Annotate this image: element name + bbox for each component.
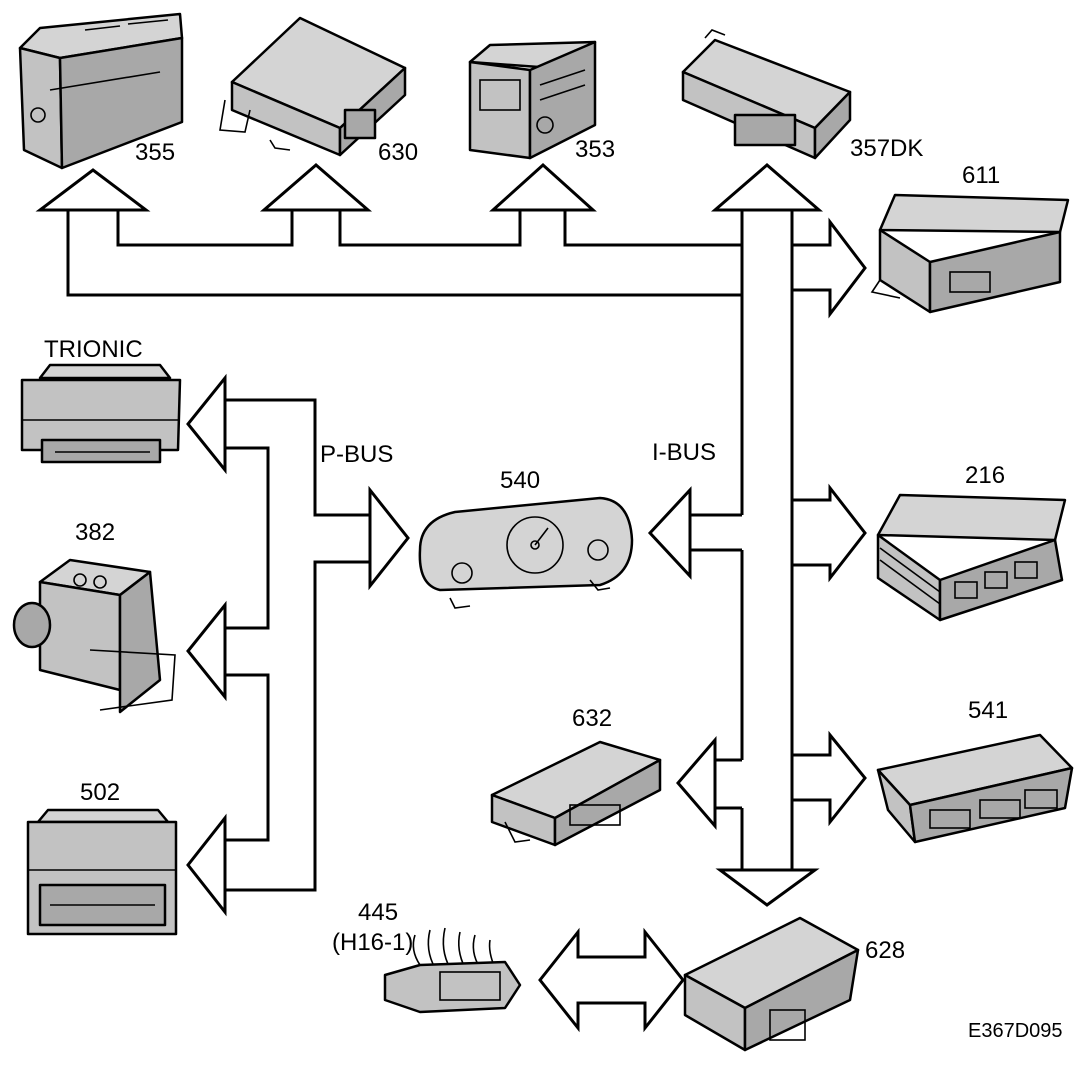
arrow-right-540-pbus xyxy=(368,485,410,591)
module-628-unit xyxy=(683,916,860,1052)
label-i-bus: I-BUS xyxy=(652,439,716,466)
module-502-unit xyxy=(26,808,178,936)
label-541: 541 xyxy=(968,697,1008,724)
arrow-up-630 xyxy=(259,163,373,212)
i-bus-branch-632 xyxy=(715,758,742,810)
p-bus-left-wall xyxy=(225,446,270,842)
label-611: 611 xyxy=(962,162,1000,189)
module-630-unit xyxy=(219,16,407,157)
module-632-unit xyxy=(490,740,662,847)
arrow-right-611 xyxy=(790,217,867,319)
label-355: 355 xyxy=(135,139,175,166)
label-trionic: TRIONIC xyxy=(44,336,143,363)
module-445-unit xyxy=(383,927,522,1014)
arrow-left-632 xyxy=(676,735,717,831)
labels: 355 630 353 357DK 611 TRIONIC P-BUS I-BU… xyxy=(44,135,1063,1042)
label-445-sub: (H16-1) xyxy=(332,929,413,956)
label-540: 540 xyxy=(500,467,540,494)
arrow-left-382 xyxy=(186,600,227,702)
p-bus-inner-wall xyxy=(225,560,370,892)
top-bus-outer-wall xyxy=(66,205,742,297)
i-bus-branch-540 xyxy=(690,513,742,552)
module-357dk-unit xyxy=(681,29,852,160)
module-trionic-unit xyxy=(20,363,182,464)
module-540-unit xyxy=(418,496,634,609)
arrow-right-541 xyxy=(790,730,867,827)
arrow-left-502 xyxy=(186,813,227,917)
double-arrow-445-628 xyxy=(538,927,685,1033)
arrow-left-trionic xyxy=(186,373,227,475)
arrow-up-355 xyxy=(35,168,151,212)
label-382: 382 xyxy=(75,519,115,546)
arrowheads xyxy=(35,162,867,1033)
arrow-left-540-ibus xyxy=(647,486,692,580)
top-bus-inner-wall xyxy=(116,205,744,247)
label-630: 630 xyxy=(378,139,418,166)
label-357dk: 357DK xyxy=(850,135,923,162)
module-382-unit xyxy=(12,558,176,714)
bus-lines xyxy=(66,205,794,892)
label-628: 628 xyxy=(865,937,905,964)
arrow-up-353 xyxy=(489,162,597,212)
module-355-unit xyxy=(18,12,184,170)
module-541-unit xyxy=(876,733,1074,844)
module-216-unit xyxy=(876,493,1067,622)
figure-code: E367D095 xyxy=(968,1020,1063,1042)
label-632: 632 xyxy=(572,705,612,732)
label-p-bus: P-BUS xyxy=(320,441,393,468)
module-611-unit xyxy=(870,193,1070,314)
arrow-up-357dk xyxy=(710,163,824,212)
label-445: 445 xyxy=(358,899,398,926)
label-502: 502 xyxy=(80,779,120,806)
arrow-right-216 xyxy=(790,483,867,583)
label-216: 216 xyxy=(965,462,1005,489)
p-bus-outer-wall xyxy=(225,398,370,517)
arrow-down-628 xyxy=(715,868,820,907)
label-353: 353 xyxy=(575,136,615,163)
module-353-unit xyxy=(468,40,597,160)
